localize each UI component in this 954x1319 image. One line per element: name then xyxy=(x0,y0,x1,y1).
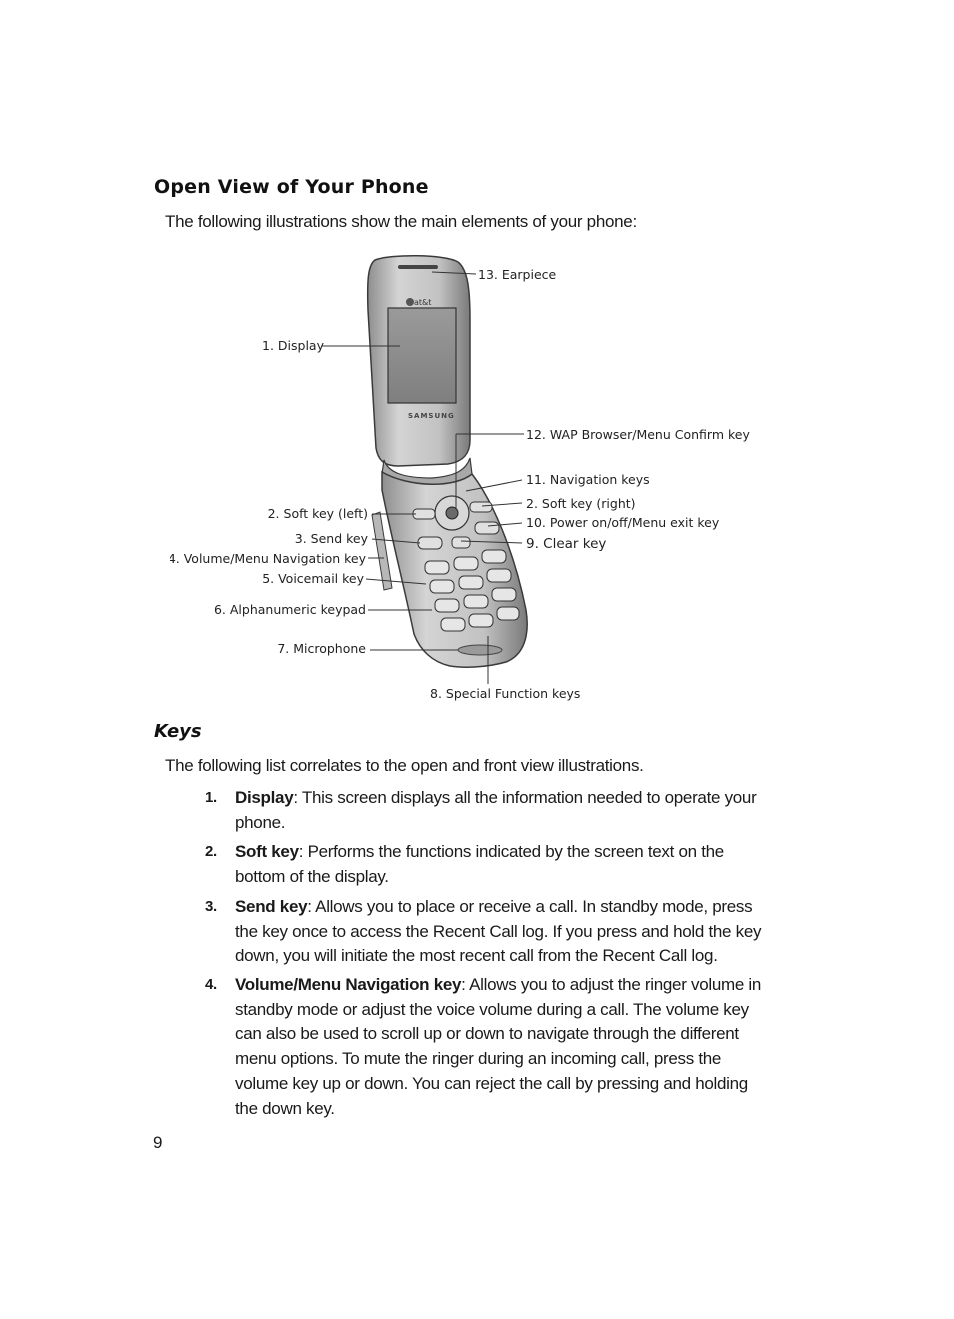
callout-soft-key-right: 2. Soft key (right) xyxy=(526,496,636,511)
item-term: Send key xyxy=(235,897,308,916)
wap-browser-key-icon xyxy=(445,506,459,520)
earpiece-slot xyxy=(398,265,438,269)
item-term: Display xyxy=(235,788,294,807)
subsection-title: Keys xyxy=(154,721,202,742)
callout-clear-key: 9. Clear key xyxy=(526,536,606,552)
section-title: Open View of Your Phone xyxy=(154,176,429,198)
microphone-icon xyxy=(457,644,503,656)
callout-voicemail-key: 5. Voicemail key xyxy=(262,571,364,586)
soft-key-right-icon xyxy=(469,501,493,513)
alphanumeric-keypad-icon xyxy=(424,549,520,632)
callout-volume-key: 4. Volume/Menu Navigation key xyxy=(170,551,367,566)
callout-special-function-keys: 8. Special Function keys xyxy=(430,686,580,701)
callout-earpiece: 13. Earpiece xyxy=(478,267,557,282)
item-number: 2. xyxy=(205,843,217,860)
phone-body-lower xyxy=(371,470,528,668)
callout-alphanumeric-keypad: 6. Alphanumeric keypad xyxy=(214,602,366,617)
phone-illustration: at&t SAMSUNG xyxy=(168,255,750,701)
callout-microphone: 7. Microphone xyxy=(277,641,366,656)
item-number: 3. xyxy=(205,898,217,915)
item-term: Volume/Menu Navigation key xyxy=(235,975,462,994)
phone-open-view-figure: at&t SAMSUNG xyxy=(168,250,770,710)
phone-brand: SAMSUNG xyxy=(408,412,455,420)
phone-logo: at&t xyxy=(414,298,431,307)
phone-flip-upper: at&t SAMSUNG xyxy=(366,255,471,467)
item-text: : Performs the functions indicated by th… xyxy=(235,842,724,886)
item-number: 1. xyxy=(205,789,217,806)
section-intro: The following illustrations show the mai… xyxy=(165,212,637,231)
item-number: 4. xyxy=(205,976,217,993)
callout-display: 1. Display xyxy=(262,338,325,353)
item-term: Soft key xyxy=(235,842,299,861)
send-key-icon xyxy=(417,536,443,550)
page-number: 9 xyxy=(153,1133,163,1152)
volume-key-icon xyxy=(371,511,393,591)
power-key-icon xyxy=(474,521,500,535)
callout-wap-key: 12. WAP Browser/Menu Confirm key xyxy=(526,427,750,442)
display-screen xyxy=(387,307,457,404)
callout-power-key: 10. Power on/off/Menu exit key xyxy=(526,515,720,530)
att-logo-icon xyxy=(406,298,414,306)
callout-send-key: 3. Send key xyxy=(295,531,369,546)
item-text: : Allows you to place or receive a call.… xyxy=(235,897,762,966)
subsection-intro: The following list correlates to the ope… xyxy=(165,756,644,775)
item-text: : This screen displays all the informati… xyxy=(235,788,757,832)
item-text: : Allows you to adjust the ringer volume… xyxy=(235,975,762,1118)
callout-lines xyxy=(322,271,524,684)
soft-key-left-icon xyxy=(412,508,436,520)
clear-key-icon xyxy=(451,536,471,549)
callout-navigation-keys: 11. Navigation keys xyxy=(526,472,650,487)
callout-soft-key-left: 2. Soft key (left) xyxy=(268,506,368,521)
